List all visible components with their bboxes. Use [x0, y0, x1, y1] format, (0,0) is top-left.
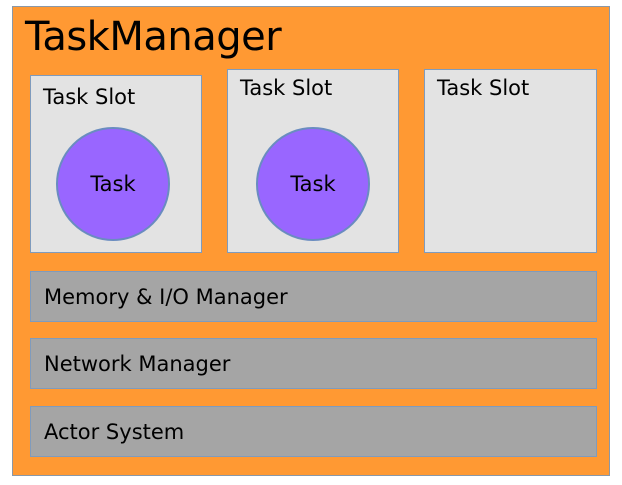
task-slot-label: Task Slot — [240, 76, 333, 100]
task-node: Task — [56, 127, 170, 241]
task-slot-label: Task Slot — [437, 76, 530, 100]
task-node: Task — [256, 127, 370, 241]
task-manager-title: TaskManager — [25, 14, 282, 60]
task-slot-1: Task Slot Task — [30, 75, 202, 253]
network-manager-layer: Network Manager — [30, 338, 597, 389]
task-slot-3: Task Slot — [424, 69, 597, 253]
task-manager-box: TaskManager Task Slot Task Task Slot Tas… — [12, 6, 610, 476]
task-slot-2: Task Slot Task — [227, 69, 399, 253]
actor-system-layer: Actor System — [30, 406, 597, 457]
task-slot-label: Task Slot — [43, 85, 136, 109]
memory-io-manager-layer: Memory & I/O Manager — [30, 271, 597, 322]
